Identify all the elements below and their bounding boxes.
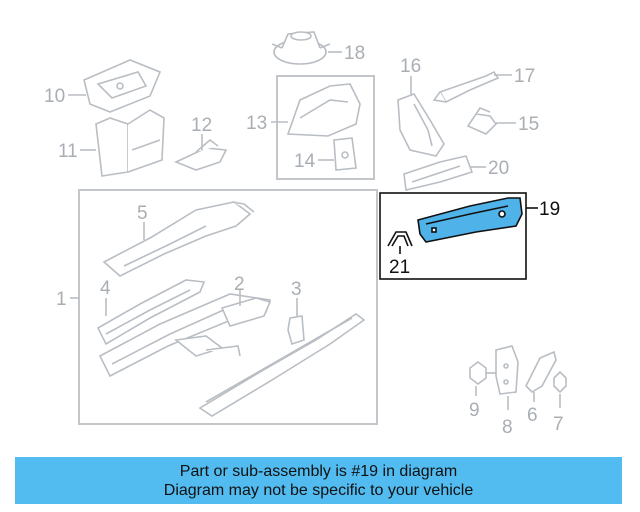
callout-8: 8: [502, 417, 513, 438]
callout-11: 11: [58, 141, 78, 162]
part-18-mount: [271, 31, 331, 65]
part-19-reinforcement: [417, 197, 523, 243]
callout-15: 15: [518, 114, 539, 135]
highlight-box-19: [379, 192, 527, 280]
part-12-bracket: [173, 138, 228, 171]
banner-line-1: Part or sub-assembly is #19 in diagram: [179, 463, 458, 480]
part-20-bracket: [403, 155, 474, 191]
callout-12: 12: [191, 115, 212, 136]
callout-18: 18: [344, 43, 365, 64]
callout-17: 17: [514, 66, 535, 87]
callout-7: 7: [553, 414, 564, 435]
part-17-bracket: [432, 70, 500, 104]
part-10-bracket: [83, 59, 162, 113]
part-15-bracket: [466, 107, 498, 135]
part-9-bolt: [469, 361, 496, 385]
part-14-bracket: [333, 137, 357, 171]
callout-3: 3: [291, 279, 302, 300]
part-11-bracket: [95, 109, 165, 177]
callout-5: 5: [137, 203, 148, 224]
callout-1: 1: [56, 289, 67, 310]
callout-10: 10: [44, 86, 65, 107]
parts-diagram: 18 10 11 12 13 14 16: [44, 31, 567, 438]
part-16-bracket: [397, 93, 445, 157]
group-box-13: [276, 75, 375, 180]
callout-20: 20: [488, 158, 509, 179]
callout-19: 19: [539, 199, 560, 220]
callout-9: 9: [469, 400, 480, 421]
part-rocker-sill: [198, 313, 366, 417]
part-2-bracket: [220, 297, 272, 327]
part-21-clip: [387, 231, 413, 247]
group-box-1: [78, 189, 378, 425]
part-13-bracket: [286, 83, 361, 137]
callout-14: 14: [294, 151, 316, 172]
banner-line-2: Diagram may not be specific to your vehi…: [163, 482, 474, 499]
callout-16: 16: [400, 56, 421, 77]
part-6-bracket: [525, 350, 557, 394]
info-banner: Part or sub-assembly is #19 in diagram D…: [15, 457, 622, 504]
callout-6: 6: [527, 405, 538, 426]
callout-13: 13: [246, 113, 267, 134]
part-8-plate: [495, 345, 519, 395]
part-4-side-rail: [96, 279, 206, 346]
part-3-bracket: [287, 315, 305, 346]
callout-2: 2: [234, 274, 245, 295]
callout-4: 4: [100, 278, 111, 299]
part-7-bolt: [553, 370, 567, 394]
callout-21: 21: [389, 257, 410, 278]
part-5-rail-extension: [102, 201, 255, 277]
